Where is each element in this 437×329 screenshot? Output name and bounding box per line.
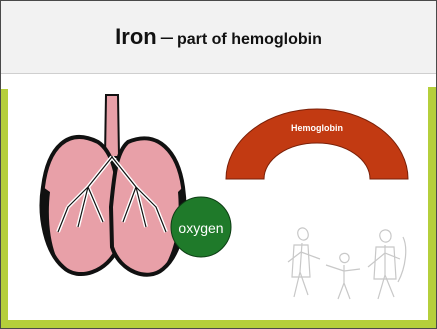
oxygen-molecule: oxygen bbox=[171, 197, 231, 257]
diagram-area: oxygen Hemoglobin bbox=[8, 87, 428, 320]
title-subtitle: part of hemoglobin bbox=[177, 31, 322, 48]
hemoglobin-label: Hemoglobin bbox=[291, 123, 343, 133]
title-main: Iron bbox=[115, 24, 157, 49]
hemoglobin-shape: Hemoglobin bbox=[226, 109, 408, 179]
family-sketch-icon bbox=[288, 228, 406, 299]
page-title: Iron–part of hemoglobin bbox=[115, 24, 322, 50]
oxygen-label: oxygen bbox=[178, 220, 223, 236]
title-dash: – bbox=[161, 24, 173, 49]
accent-bar-right bbox=[428, 87, 436, 323]
lungs-icon bbox=[42, 95, 185, 275]
trachea bbox=[105, 95, 119, 157]
accent-bar-left bbox=[1, 89, 8, 321]
accent-bar-bottom bbox=[1, 320, 436, 328]
title-bar: Iron–part of hemoglobin bbox=[1, 1, 436, 74]
diagram-canvas: oxygen Hemoglobin bbox=[8, 87, 428, 320]
